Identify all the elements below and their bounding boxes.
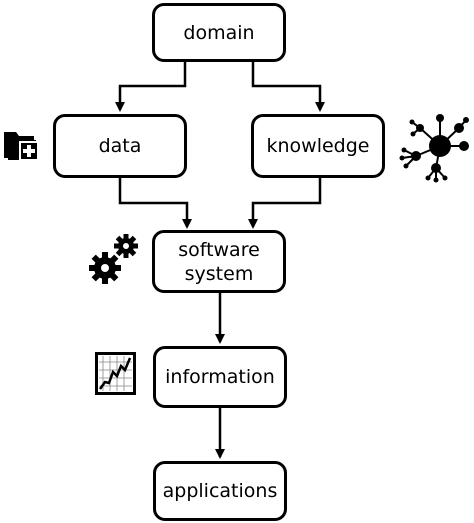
arrow-knowledge-to-software xyxy=(248,178,322,229)
information-label: information xyxy=(165,366,275,388)
arrow-data-to-software xyxy=(118,178,192,229)
arrow-domain-to-knowledge xyxy=(251,62,325,112)
applications-label: applications xyxy=(162,480,278,502)
knowledge-box: knowledge xyxy=(251,114,385,178)
data-box: data xyxy=(53,114,187,178)
domain-box: domain xyxy=(152,3,286,62)
knowledge-label: knowledge xyxy=(266,135,370,157)
software-label-line1: software xyxy=(178,238,260,261)
line-chart-icon xyxy=(95,352,136,395)
software-system-box: software system xyxy=(152,230,286,293)
information-box: information xyxy=(153,346,287,408)
domain-label: domain xyxy=(183,21,255,44)
applications-box: applications xyxy=(153,461,287,521)
gears-icon xyxy=(89,234,138,284)
software-label-line2: system xyxy=(184,262,254,285)
network-graph-icon xyxy=(399,114,469,183)
folder-plus-icon xyxy=(4,132,39,161)
data-label: data xyxy=(98,135,142,157)
arrow-domain-to-data xyxy=(115,62,187,112)
